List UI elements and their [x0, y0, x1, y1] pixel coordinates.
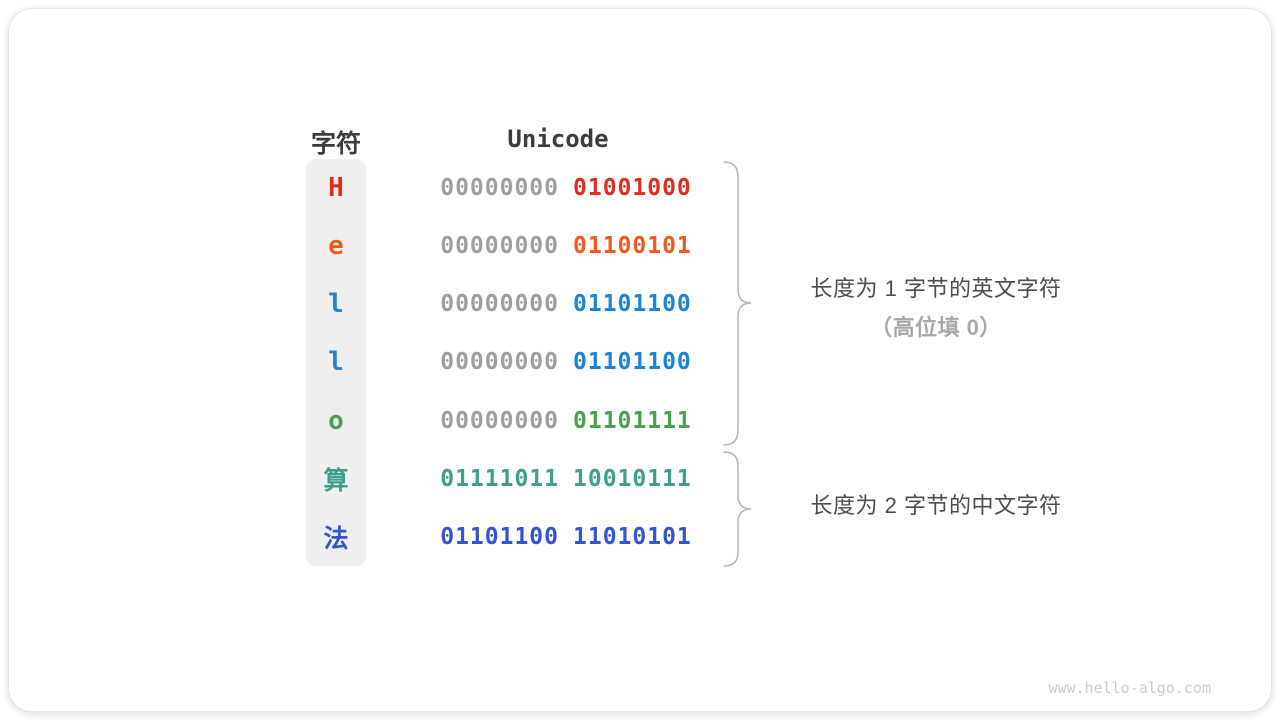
char-cell-l1: l	[328, 289, 344, 320]
byte-high: 00000000	[440, 349, 559, 376]
watermark-url: www.hello-algo.com	[1048, 679, 1211, 697]
char-cell-e: e	[328, 231, 344, 262]
binary-row: 00000000 01101111	[381, 392, 751, 450]
byte-low: 01101100	[573, 349, 692, 376]
binary-row: 01111011 10010111	[381, 450, 751, 508]
binary-row: 01101100 11010101	[381, 508, 751, 566]
byte-low: 11010101	[573, 523, 692, 550]
annotation-english-chars: 长度为 1 字节的英文字符	[810, 276, 1062, 301]
byte-low: 01101111	[573, 407, 692, 434]
byte-high: 00000000	[440, 407, 559, 434]
char-cell-l2: l	[328, 347, 344, 378]
curly-brace-icon	[723, 451, 753, 567]
byte-low: 01001000	[573, 175, 692, 202]
char-cell-h: H	[328, 173, 344, 204]
diagram-card: 字符 Unicode H e l l o 算 法 00000000 010010…	[8, 8, 1272, 712]
byte-high: 00000000	[440, 291, 559, 318]
column-header-character: 字符	[310, 130, 361, 158]
binary-row: 00000000 01100101	[381, 217, 751, 275]
curly-brace-icon	[723, 161, 753, 446]
annotation-chinese-chars: 长度为 2 字节的中文字符	[810, 493, 1062, 518]
byte-low: 10010111	[573, 465, 692, 492]
binary-row: 00000000 01101100	[381, 333, 751, 391]
byte-high: 01111011	[440, 465, 559, 492]
byte-high: 01101100	[440, 523, 559, 550]
byte-low: 01101100	[573, 291, 692, 318]
character-column: H e l l o 算 法	[306, 159, 366, 566]
annotation-high-bits-zero: （高位填 0）	[870, 315, 1002, 340]
binary-row: 00000000 01101100	[381, 275, 751, 333]
unicode-binary-column: 00000000 01001000 00000000 01100101 0000…	[381, 159, 751, 566]
byte-high: 00000000	[440, 175, 559, 202]
char-cell-suan: 算	[323, 466, 349, 495]
byte-low: 01100101	[573, 233, 692, 260]
byte-high: 00000000	[440, 233, 559, 260]
char-cell-o: o	[328, 405, 344, 436]
binary-row: 00000000 01001000	[381, 159, 751, 217]
char-cell-fa: 法	[323, 524, 349, 553]
column-header-unicode: Unicode	[507, 125, 609, 153]
